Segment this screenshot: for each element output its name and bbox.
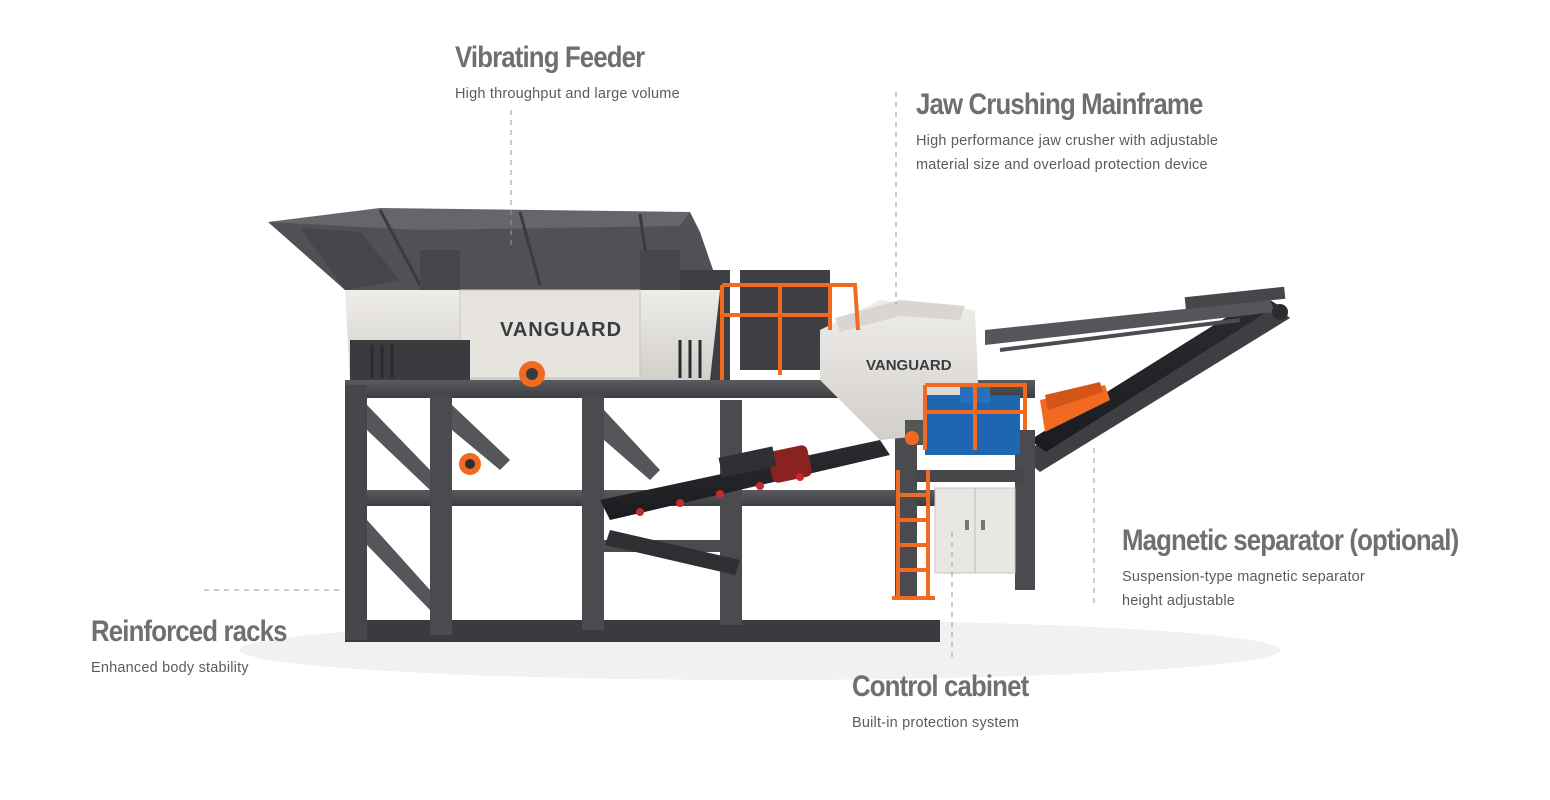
- callout-line: material size and overload protection de…: [916, 157, 1208, 173]
- callout-title: Reinforced racks: [91, 615, 287, 648]
- callout-title: Control cabinet: [852, 670, 1029, 703]
- callout-control-cabinet: Control cabinet Built-in protection syst…: [852, 669, 1057, 735]
- callout-line: height adjustable: [1122, 593, 1236, 609]
- callout-text: Enhanced body stability: [91, 660, 249, 676]
- callout-text: Suspension-type magnetic separator heigh…: [1122, 565, 1513, 613]
- feeder-logo: VANGUARD: [500, 319, 622, 341]
- main-conveyor: [600, 440, 890, 575]
- callout-title: Jaw Crushing Mainframe: [916, 88, 1203, 121]
- callout-jaw-crushing-mainframe: Jaw Crushing Mainframe High performance …: [916, 87, 1249, 177]
- callout-text: High performance jaw crusher with adjust…: [916, 129, 1249, 177]
- service-platform: [720, 283, 1027, 600]
- callout-text: Built-in protection system: [852, 715, 1020, 731]
- control-cabinet-box: [934, 487, 1016, 574]
- callout-title: Magnetic separator (optional): [1122, 524, 1459, 557]
- jaw-crusher: VANGUARD: [740, 270, 1020, 455]
- callout-line: High performance jaw crusher with adjust…: [916, 133, 1219, 149]
- callout-line: Suspension-type magnetic separator: [1122, 569, 1365, 585]
- callout-magnetic-separator: Magnetic separator (optional) Suspension…: [1122, 523, 1513, 613]
- callout-title: Vibrating Feeder: [455, 41, 645, 74]
- discharge-conveyor: [985, 286, 1290, 472]
- callout-vibrating-feeder: Vibrating Feeder High throughput and lar…: [455, 40, 680, 106]
- callout-reinforced-racks: Reinforced racks Enhanced body stability: [91, 614, 318, 680]
- crusher-logo: VANGUARD: [866, 357, 952, 374]
- callout-text: High throughput and large volume: [455, 86, 680, 102]
- vibrating-feeder: VANGUARD: [345, 289, 720, 475]
